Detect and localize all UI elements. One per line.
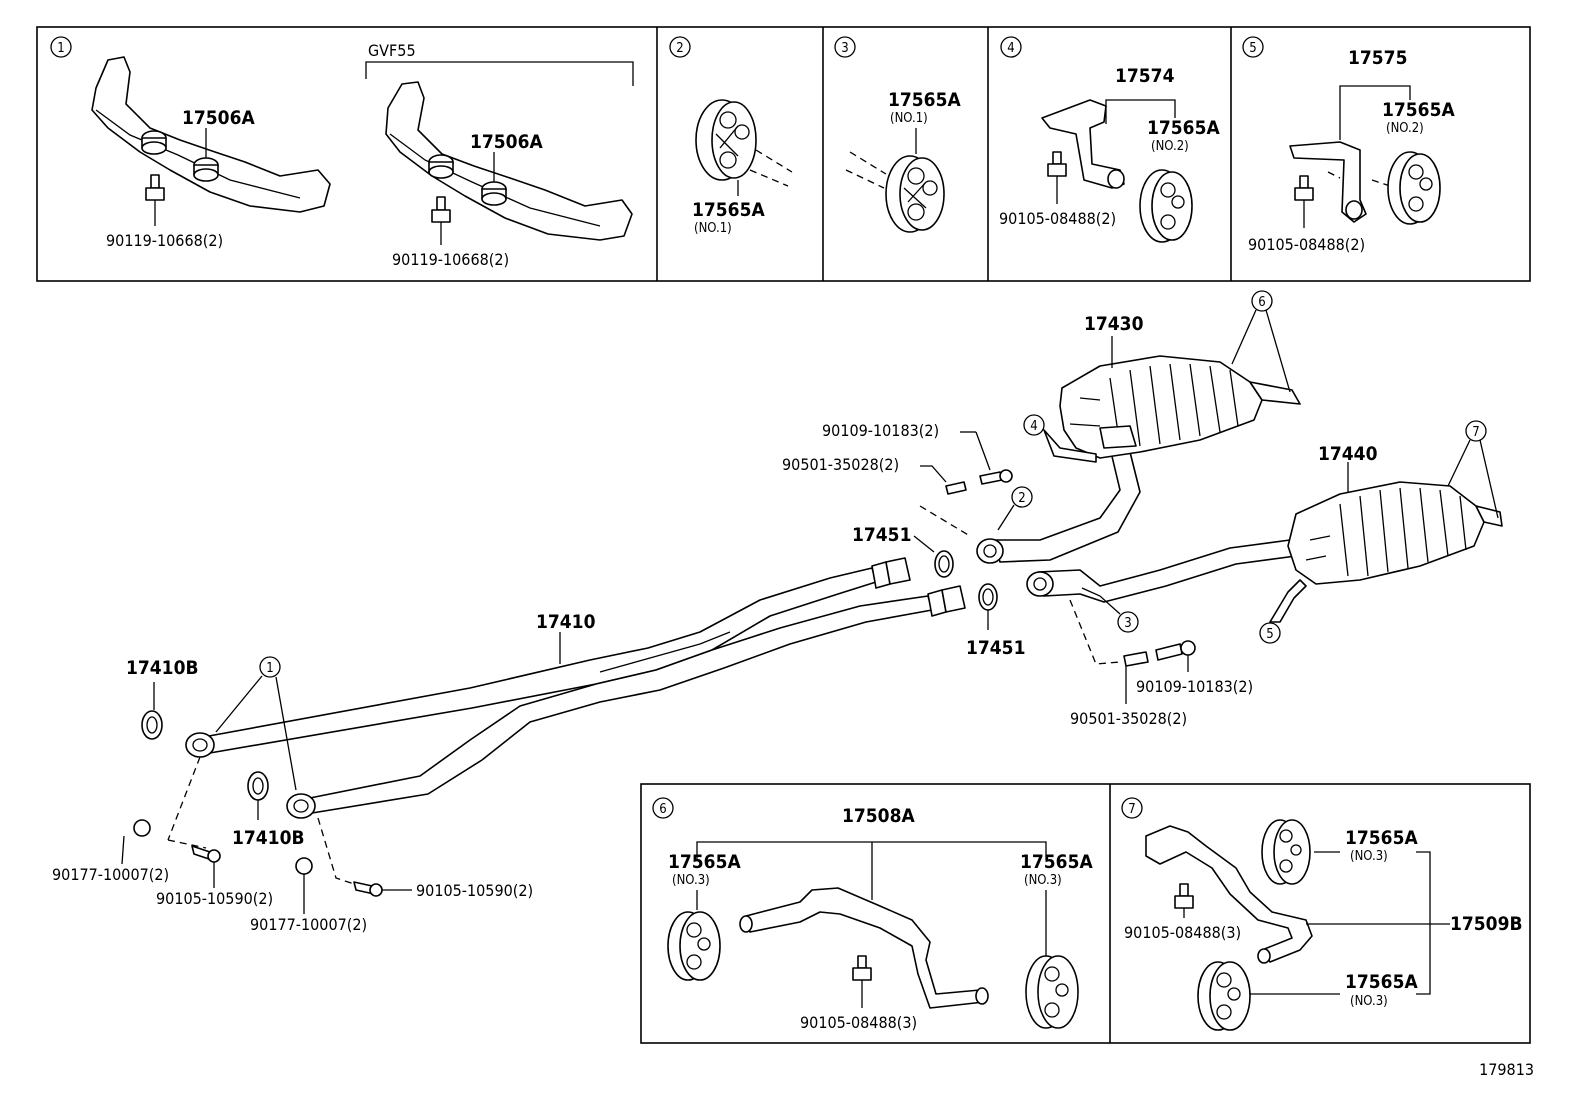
hanger-bracket-icon <box>1041 99 1125 189</box>
callout-6: 6 <box>1258 295 1265 310</box>
exhaust-bracket-a <box>91 56 331 213</box>
rubber-hanger-icon <box>1025 955 1079 1029</box>
note-inset-5: (NO.2) <box>1386 121 1424 136</box>
bottom-inset-frame <box>640 783 1531 1044</box>
part-17508A: 17508A <box>842 805 915 827</box>
inset-5-number: 5 <box>1249 41 1256 56</box>
part-17509B: 17509B <box>1450 913 1523 935</box>
part-17506A-a: 17506A <box>182 107 255 129</box>
part-17440: 17440 <box>1318 443 1378 465</box>
front-pipe-17410 <box>185 557 966 819</box>
part-17565A-inset-6-right: 17565A <box>1020 851 1093 873</box>
muffler-17440 <box>1026 481 1503 603</box>
gasket-17451-a <box>934 550 954 578</box>
inset-7-number: 7 <box>1128 802 1135 817</box>
callout-7: 7 <box>1472 425 1479 440</box>
gasket-17410B-b <box>247 771 269 801</box>
part-17565A-inset-7-top: 17565A <box>1345 827 1418 849</box>
bolt-label-lower: 90109-10183(2) <box>1136 677 1253 696</box>
callout-2: 2 <box>1018 491 1025 506</box>
bolt-label-a: 90119-10668(2) <box>106 231 223 250</box>
callout-4: 4 <box>1030 419 1037 434</box>
bolt-label-inset-7: 90105-08488(3) <box>1124 923 1241 942</box>
inset-4: 4 17574 17565A (NO.2) 90105-08488(2) <box>999 36 1220 243</box>
callout-1: 1 <box>266 661 273 676</box>
part-17565A-inset-7-bottom: 17565A <box>1345 971 1418 993</box>
part-17565A-inset-4: 17565A <box>1147 117 1220 139</box>
part-17565A-inset-3: 17565A <box>888 89 961 111</box>
note-inset-2: (NO.1) <box>694 221 732 236</box>
bolt-icon <box>979 471 1003 485</box>
rubber-hanger-icon <box>1197 961 1251 1031</box>
variant-label: GVF55 <box>368 41 416 60</box>
inset-6-number: 6 <box>659 802 666 817</box>
exhaust-bracket-b <box>385 81 633 241</box>
bolt-label-inset-4: 90105-08488(2) <box>999 209 1116 228</box>
rubber-hanger-icon <box>667 911 721 981</box>
part-17451-a: 17451 <box>852 524 911 546</box>
spring-label-upper: 90501-35028(2) <box>782 455 899 474</box>
inset-4-number: 4 <box>1007 41 1014 56</box>
gasket-17451-b <box>978 583 998 611</box>
inset-2: 2 17565A (NO.1) <box>669 36 793 236</box>
spring-icon <box>945 481 967 495</box>
spring-label-lower: 90501-35028(2) <box>1070 709 1187 728</box>
hanger-bracket-icon <box>739 887 989 1009</box>
spring-icon <box>1123 651 1149 667</box>
part-17451-b: 17451 <box>966 637 1025 659</box>
top-inset-frame <box>36 26 1531 282</box>
inset-2-number: 2 <box>676 41 683 56</box>
nut-icon <box>295 857 313 875</box>
note-inset-6-left: (NO.3) <box>672 873 710 888</box>
bolt-label-inset-6: 90105-08488(3) <box>800 1013 917 1032</box>
rubber-hanger-icon <box>695 99 757 181</box>
inset-6: 6 17508A 17565A (NO.3) 17565A (NO.3) 901… <box>652 797 1093 1032</box>
part-17410B-a: 17410B <box>126 657 199 679</box>
bolt-label-b: 90119-10668(2) <box>392 250 509 269</box>
bolt-icon <box>1155 643 1183 661</box>
part-17565A-inset-5: 17565A <box>1382 99 1455 121</box>
bolt-label-inset-5: 90105-08488(2) <box>1248 235 1365 254</box>
callout-5: 5 <box>1266 627 1273 642</box>
inset-5: 5 17575 17565A (NO.2) 90105-08488(2) <box>1242 36 1455 254</box>
main-exhaust-assembly: 17410 1 17410B 17410B 90177-10007(2) 901… <box>52 290 1503 934</box>
hanger-bracket-icon <box>1145 825 1313 964</box>
nut-icon <box>133 819 151 837</box>
inset-1: 1 17506A 90119-10668(2) GVF55 17506A 9 <box>50 36 634 269</box>
muffler-17430 <box>976 355 1301 564</box>
inset-1-number: 1 <box>57 41 64 56</box>
rubber-hanger-icon <box>1261 819 1311 885</box>
note-inset-7-top: (NO.3) <box>1350 849 1388 864</box>
rubber-hanger-icon <box>1387 151 1441 225</box>
note-inset-3: (NO.1) <box>890 111 928 126</box>
callout-3: 3 <box>1124 616 1131 631</box>
note-inset-4: (NO.2) <box>1151 139 1189 154</box>
part-17565A-inset-6-left: 17565A <box>668 851 741 873</box>
top-inset-row <box>36 26 1531 282</box>
hanger-bracket-icon <box>1289 141 1367 223</box>
part-17565A-inset-2: 17565A <box>692 199 765 221</box>
bottom-inset-row <box>640 783 1531 1044</box>
inset-3-number: 3 <box>841 41 848 56</box>
inset-3: 3 17565A (NO.1) <box>834 36 961 233</box>
nut-label-b: 90177-10007(2) <box>250 915 367 934</box>
bolt-label-a-main: 90105-10590(2) <box>156 889 273 908</box>
part-17430: 17430 <box>1084 313 1144 335</box>
inset-7: 7 90105-08488(3) 17565A (NO.3) 17509B <box>1121 797 1523 1031</box>
part-17575: 17575 <box>1348 47 1407 69</box>
nut-label-a: 90177-10007(2) <box>52 865 169 884</box>
note-inset-7-bottom: (NO.3) <box>1350 994 1388 1009</box>
note-inset-6-right: (NO.3) <box>1024 873 1062 888</box>
bolt-label-upper: 90109-10183(2) <box>822 421 939 440</box>
rubber-hanger-icon <box>885 155 945 233</box>
rubber-hanger-icon <box>1139 169 1193 243</box>
part-17410: 17410 <box>536 611 596 633</box>
bolt-label-b-main: 90105-10590(2) <box>416 881 533 900</box>
gasket-17410B-a <box>141 710 163 740</box>
part-17506A-b: 17506A <box>470 131 543 153</box>
part-17574: 17574 <box>1115 65 1175 87</box>
part-17410B-b: 17410B <box>232 827 305 849</box>
diagram-id: 179813 <box>1479 1060 1534 1079</box>
